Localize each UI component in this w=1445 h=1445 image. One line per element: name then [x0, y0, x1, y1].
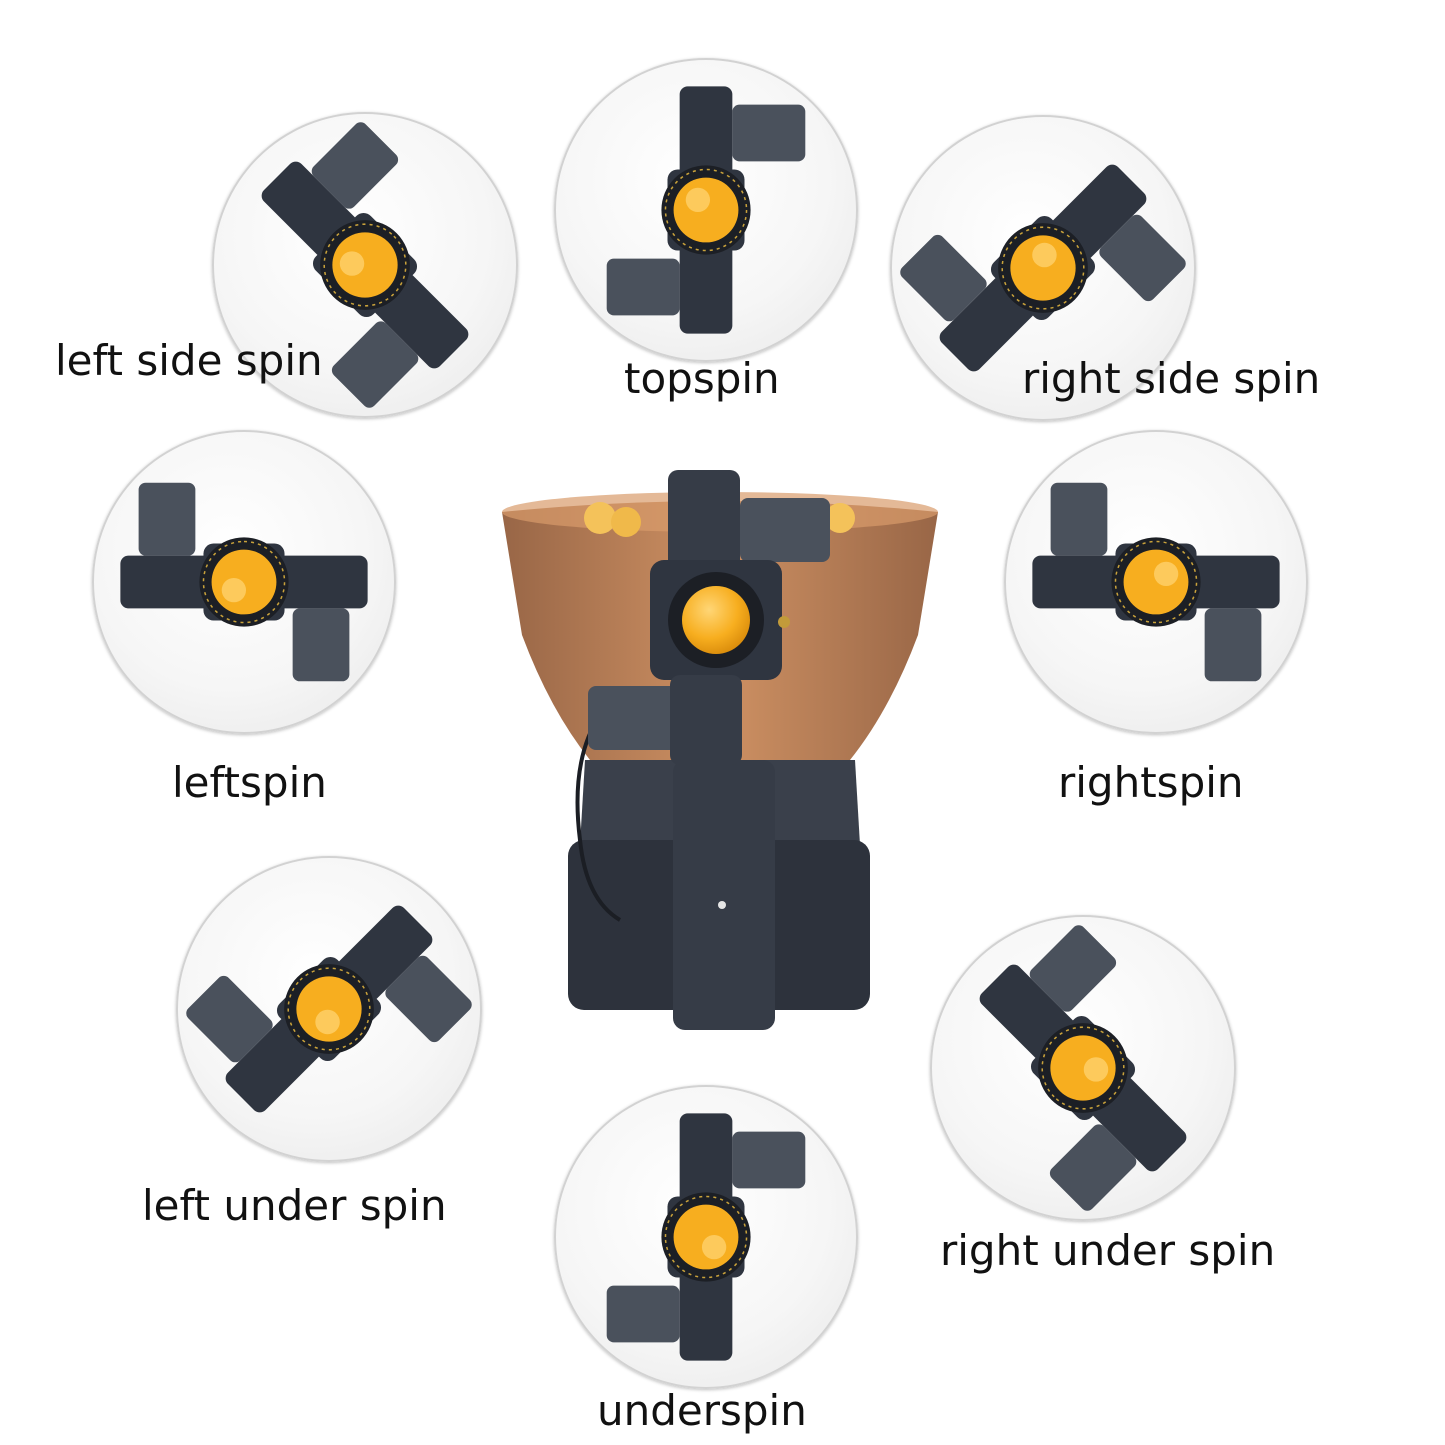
spin-circle-right-under-spin — [930, 915, 1236, 1221]
label-right-under-spin: right under spin — [940, 1226, 1276, 1275]
ball-robot-machine — [490, 460, 950, 1040]
launcher-head-icon — [120, 482, 368, 682]
label-rightspin: rightspin — [1058, 758, 1244, 807]
launcher-head-icon — [186, 905, 472, 1113]
spin-circle-left-under-spin — [176, 856, 482, 1162]
launcher-head-icon — [900, 164, 1186, 372]
spin-circle-left-side-spin — [212, 112, 518, 418]
launcher-head-icon — [1032, 482, 1280, 682]
launcher-head-icon — [979, 925, 1187, 1211]
label-left-side-spin: left side spin — [55, 336, 323, 385]
label-topspin: topspin — [624, 354, 780, 403]
label-underspin: underspin — [597, 1386, 807, 1435]
launcher-head-icon — [606, 86, 806, 334]
label-right-side-spin: right side spin — [1022, 354, 1321, 403]
spin-circle-topspin — [554, 58, 858, 362]
spin-circle-leftspin — [92, 430, 396, 734]
spin-circle-underspin — [554, 1085, 858, 1389]
launcher-head-icon — [606, 1113, 806, 1361]
spin-circle-right-side-spin — [890, 115, 1196, 421]
label-left-under-spin: left under spin — [142, 1181, 447, 1230]
spin-circle-rightspin — [1004, 430, 1308, 734]
launcher-head-icon — [261, 122, 469, 408]
label-leftspin: leftspin — [172, 758, 327, 807]
